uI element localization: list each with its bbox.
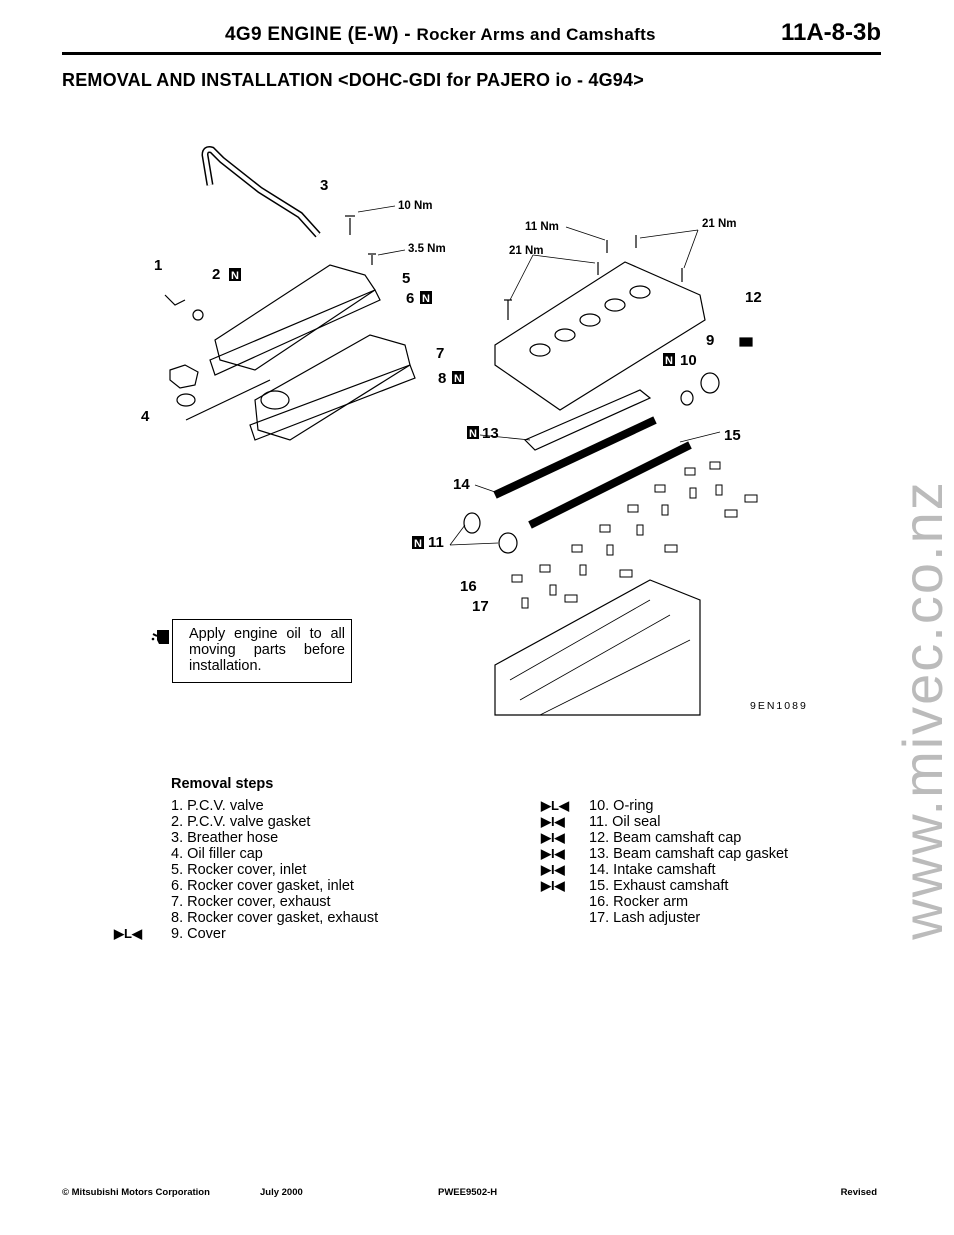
service-mark: ▶I◀: [541, 846, 565, 861]
callout-13: 13: [482, 425, 499, 442]
footer-doc-code: PWEE9502-H: [438, 1187, 498, 1198]
header-divider: [62, 52, 881, 55]
list-item: 17. Lash adjuster: [589, 910, 788, 926]
list-item: 3. Breather hose: [171, 830, 378, 846]
list-item: 7. Rocker cover, exhaust: [171, 894, 378, 910]
list-item: ▶L◀ 10. O-ring: [541, 798, 788, 814]
service-mark: ▶L◀: [114, 926, 142, 941]
callout-4: 4: [141, 408, 150, 425]
step-text: 13. Beam camshaft cap gasket: [589, 846, 789, 862]
torque-label-21nm-left: 21 Nm: [509, 245, 544, 257]
exploded-view-diagram: 3 1 2 5 6 7 8 4 12 9 10 13 15 14 11 16 1…: [141, 146, 808, 716]
list-item: ▶I◀ 13. Beam camshaft cap gasket: [541, 846, 789, 862]
new-part-mark-10: N: [665, 355, 673, 367]
footer-date: July 2000: [260, 1187, 303, 1198]
callout-16: 16: [460, 578, 477, 595]
service-mark: ▶I◀: [541, 830, 565, 845]
step-text: 2. P.C.V. valve gasket: [171, 814, 311, 830]
step-text: 9. Cover: [171, 926, 226, 942]
step-text: 6. Rocker cover gasket, inlet: [171, 878, 354, 894]
step-text: 1. P.C.V. valve: [171, 798, 264, 814]
page-header-title: 4G9 ENGINE (E-W) - Rocker Arms and Camsh…: [225, 24, 656, 46]
step-text: 14. Intake camshaft: [589, 862, 716, 878]
callout-14: 14: [453, 476, 470, 493]
torque-label-10nm: 10 Nm: [398, 200, 433, 212]
callout-7: 7: [436, 345, 444, 362]
list-item: ▶I◀ 12. Beam camshaft cap: [541, 830, 788, 846]
engine-oil-note: Apply engine oil to all moving parts bef…: [151, 619, 352, 683]
service-mark: ▶L◀: [541, 798, 569, 813]
step-text: 3. Breather hose: [171, 830, 279, 846]
service-mark: ▶I◀: [541, 878, 565, 893]
list-item: 5. Rocker cover, inlet: [171, 862, 378, 878]
footer-copyright: © Mitsubishi Motors Corporation: [62, 1187, 210, 1198]
list-item: 6. Rocker cover gasket, inlet: [171, 878, 378, 894]
step-text: 5. Rocker cover, inlet: [171, 862, 307, 878]
header-title-main: 4G9 ENGINE (E-W): [225, 24, 399, 45]
callout-6: 6: [406, 290, 414, 307]
step-text: 10. O-ring: [589, 798, 654, 814]
new-part-mark-8: N: [454, 373, 462, 385]
callout-2: 2: [212, 266, 220, 283]
step-text: 11. Oil seal: [589, 814, 661, 830]
callout-9: 9: [706, 332, 714, 349]
callout-12: 12: [745, 289, 762, 306]
removal-steps-column-2: ▶L◀ 10. O-ring ▶I◀ 11. Oil seal ▶I◀ 12. Bea…: [541, 798, 789, 926]
new-part-mark-6: N: [422, 293, 430, 305]
list-item: 8. Rocker cover gasket, exhaust: [171, 910, 378, 926]
header-title-sub: Rocker Arms and Camshafts: [416, 25, 656, 44]
page-number: 11A-8-3b: [780, 19, 881, 46]
step-text: 4. Oil filler cap: [171, 846, 263, 862]
service-mark: ▶I◀: [541, 814, 565, 829]
new-part-mark-11: N: [414, 538, 422, 550]
callout-8: 8: [438, 370, 446, 387]
list-item: 4. Oil filler cap: [171, 846, 378, 862]
section-title: REMOVAL AND INSTALLATION <DOHC-GDI for P…: [62, 70, 644, 90]
list-item: ▶I◀ 14. Intake camshaft: [541, 862, 788, 878]
step-text: 7. Rocker cover, exhaust: [171, 894, 331, 910]
list-item: ▶L◀ 9. Cover: [114, 926, 378, 942]
callout-5: 5: [402, 270, 410, 287]
note-text: Apply engine oil to all moving parts bef…: [189, 626, 345, 674]
torque-label-21nm-right: 21 Nm: [702, 218, 737, 230]
header-title-separator: -: [398, 24, 417, 45]
callout-17: 17: [472, 598, 489, 615]
step-text: 15. Exhaust camshaft: [589, 878, 729, 894]
oil-can-icon: [151, 630, 169, 644]
service-mark: ▶I◀: [541, 862, 565, 877]
website-watermark: www.mivec.co.nz: [891, 480, 954, 940]
new-part-mark-13: N: [469, 428, 477, 440]
list-item: 16. Rocker arm: [589, 894, 788, 910]
diagram-code: 9EN1089: [750, 700, 808, 712]
step-text: 8. Rocker cover gasket, exhaust: [171, 910, 379, 926]
list-item: 2. P.C.V. valve gasket: [171, 814, 378, 830]
callout-10: 10: [680, 352, 697, 369]
torque-label-3-5nm: 3.5 Nm: [408, 243, 446, 255]
list-item: ▶I◀ 15. Exhaust camshaft: [541, 878, 788, 894]
new-part-mark-2: N: [231, 270, 239, 282]
torque-label-11nm: 11 Nm: [525, 221, 559, 233]
callout-3: 3: [320, 177, 328, 194]
removal-steps-title: Removal steps: [171, 776, 274, 792]
step-text: 16. Rocker arm: [589, 894, 689, 910]
callout-1: 1: [154, 257, 162, 274]
list-item: 1. P.C.V. valve: [171, 798, 378, 814]
step-text: 12. Beam camshaft cap: [589, 830, 742, 846]
list-item: ▶I◀ 11. Oil seal: [541, 814, 788, 830]
callout-15: 15: [724, 427, 741, 444]
footer-status: Revised: [840, 1187, 877, 1198]
callout-11: 11: [428, 534, 444, 551]
step-text: 17. Lash adjuster: [589, 910, 701, 926]
removal-steps-column-1: 1. P.C.V. valve 2. P.C.V. valve gasket 3…: [114, 798, 378, 942]
